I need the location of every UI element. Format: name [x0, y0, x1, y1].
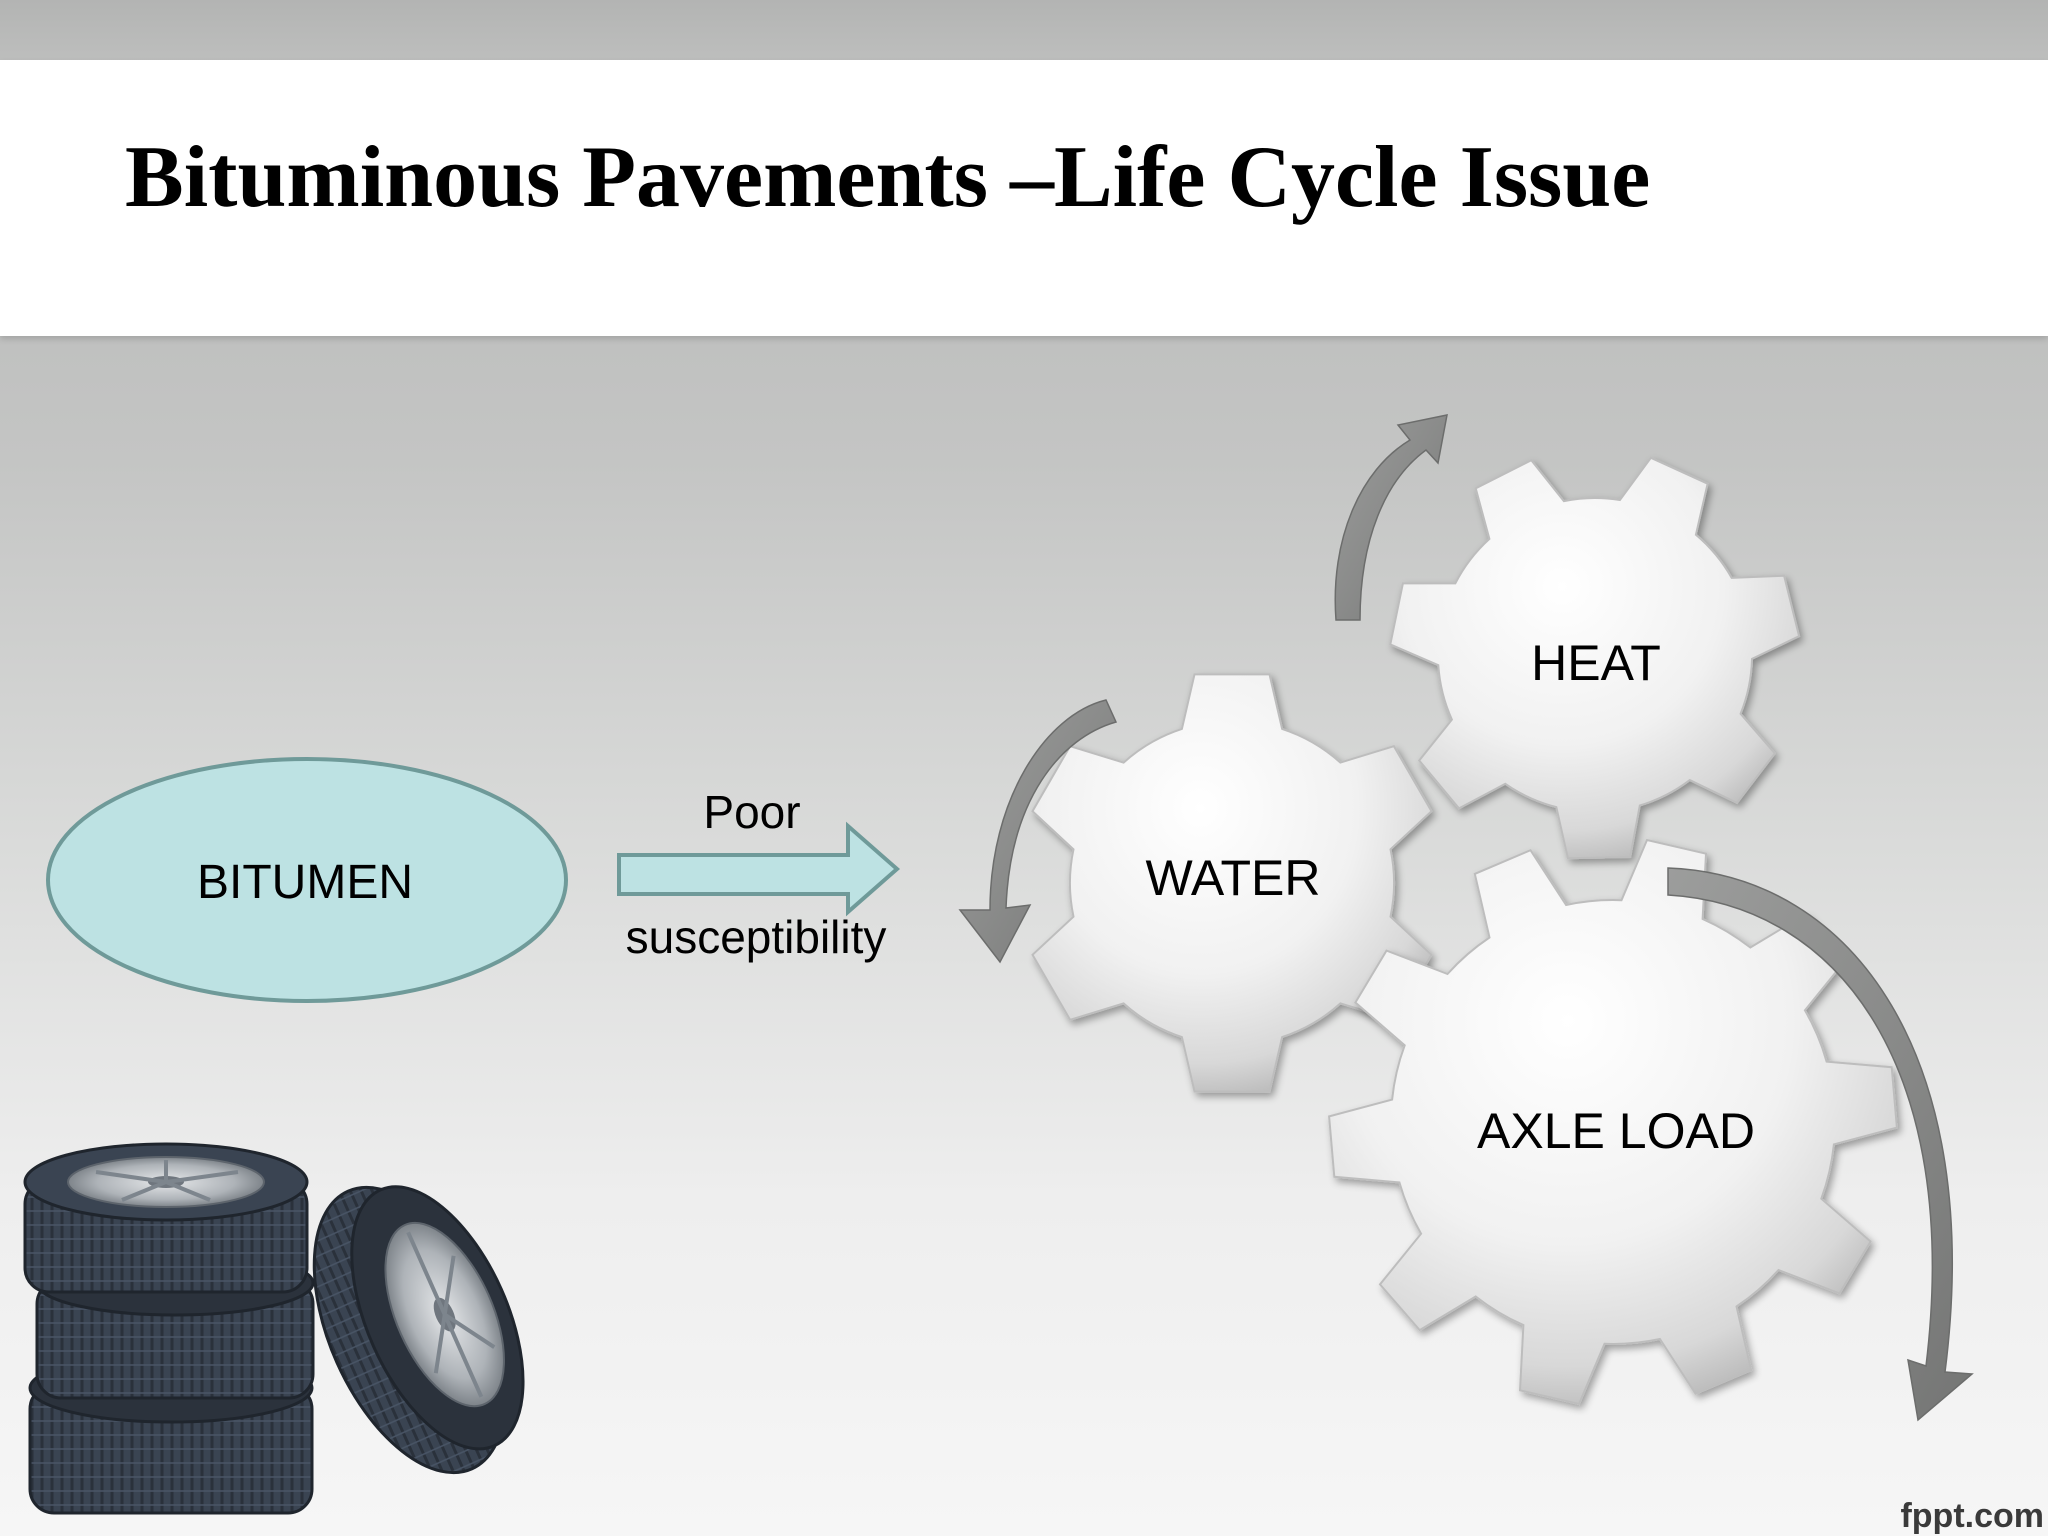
bitumen-label: BITUMEN [197, 856, 413, 909]
connector-arrow [617, 821, 901, 917]
heat-gear-label: HEAT [1531, 635, 1661, 691]
axle-load-gear-shape [1328, 838, 1898, 1406]
cycle-arrow-top-icon [1334, 414, 1448, 621]
water-gear: WATER [1031, 673, 1433, 1093]
cycle-arrows [958, 414, 1974, 1422]
water-gear-label: WATER [1146, 850, 1321, 906]
connector-label-top: Poor [703, 786, 800, 838]
tire-leaning-icon [312, 1185, 525, 1475]
heat-gear: HEAT [1389, 456, 1801, 860]
water-gear-shape [1031, 673, 1433, 1093]
bitumen-ellipse [46, 757, 568, 1003]
bitumen-node: BITUMEN [46, 757, 568, 1003]
cycle-arrow-left-icon [958, 699, 1118, 964]
top-strip [0, 0, 2048, 60]
connector-label-bottom: susceptibility [626, 911, 887, 963]
slide-title: Bituminous Pavements –Life Cycle Issue [125, 129, 1651, 226]
tire-top-icon [23, 1142, 309, 1294]
axle-load-gear-label: AXLE LOAD [1477, 1103, 1755, 1159]
fppt-watermark: fppt.com [1900, 1497, 2044, 1535]
cycle-arrow-right-icon [1667, 867, 1974, 1422]
heat-gear-shape [1389, 456, 1801, 860]
axle-load-gear: AXLE LOAD [1328, 838, 1898, 1406]
susceptibility-connector: Poor susceptibility [617, 786, 901, 963]
title-band [0, 60, 2048, 336]
tire-stack-icon [23, 1142, 525, 1515]
